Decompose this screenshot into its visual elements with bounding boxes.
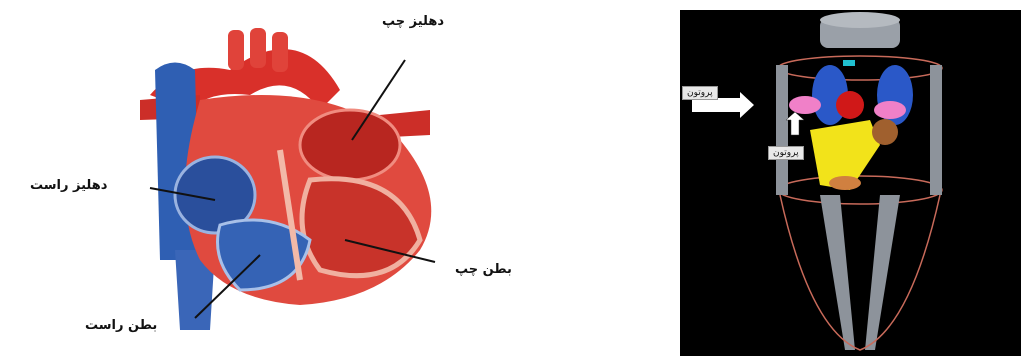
label-input-proton: پروتون — [682, 86, 718, 100]
aorta-branch-3 — [272, 32, 288, 72]
frame-pillar-left — [776, 65, 788, 195]
label-left-ventricle: بطن چپ — [455, 262, 512, 277]
organelle-orange — [829, 176, 861, 190]
upward-arrow-icon — [786, 112, 804, 135]
organelle-brown — [872, 119, 898, 145]
top-cap-lid — [820, 12, 900, 28]
organelle-pink-2 — [874, 101, 906, 119]
organelle-cyan — [843, 60, 855, 66]
cell-model-panel: پروتون پروتون — [680, 10, 1021, 356]
label-right-ventricle: بطن راست — [85, 318, 157, 333]
organelle-pink-1 — [789, 96, 821, 114]
leg-right — [865, 195, 900, 350]
leg-left — [820, 195, 855, 350]
organelle-red — [836, 91, 864, 119]
frame-mid-ring — [778, 176, 942, 204]
label-right-atrium: دهلیز راست — [30, 178, 107, 193]
frame-pillar-right — [930, 65, 942, 195]
frame-top-ring — [778, 56, 942, 80]
cell-model-illustration — [680, 10, 1021, 356]
label-left-atrium: دهلیز چپ — [382, 14, 444, 29]
lower-wire — [780, 195, 940, 350]
aorta-branch-1 — [228, 30, 244, 70]
heart-diagram-panel: دهلیز چپ دهلیز راست بطن چپ بطن راست — [0, 0, 560, 356]
left-atrium-shape — [300, 110, 400, 180]
aorta-branch-2 — [250, 28, 266, 68]
label-inner-proton: پروتون — [768, 146, 804, 160]
